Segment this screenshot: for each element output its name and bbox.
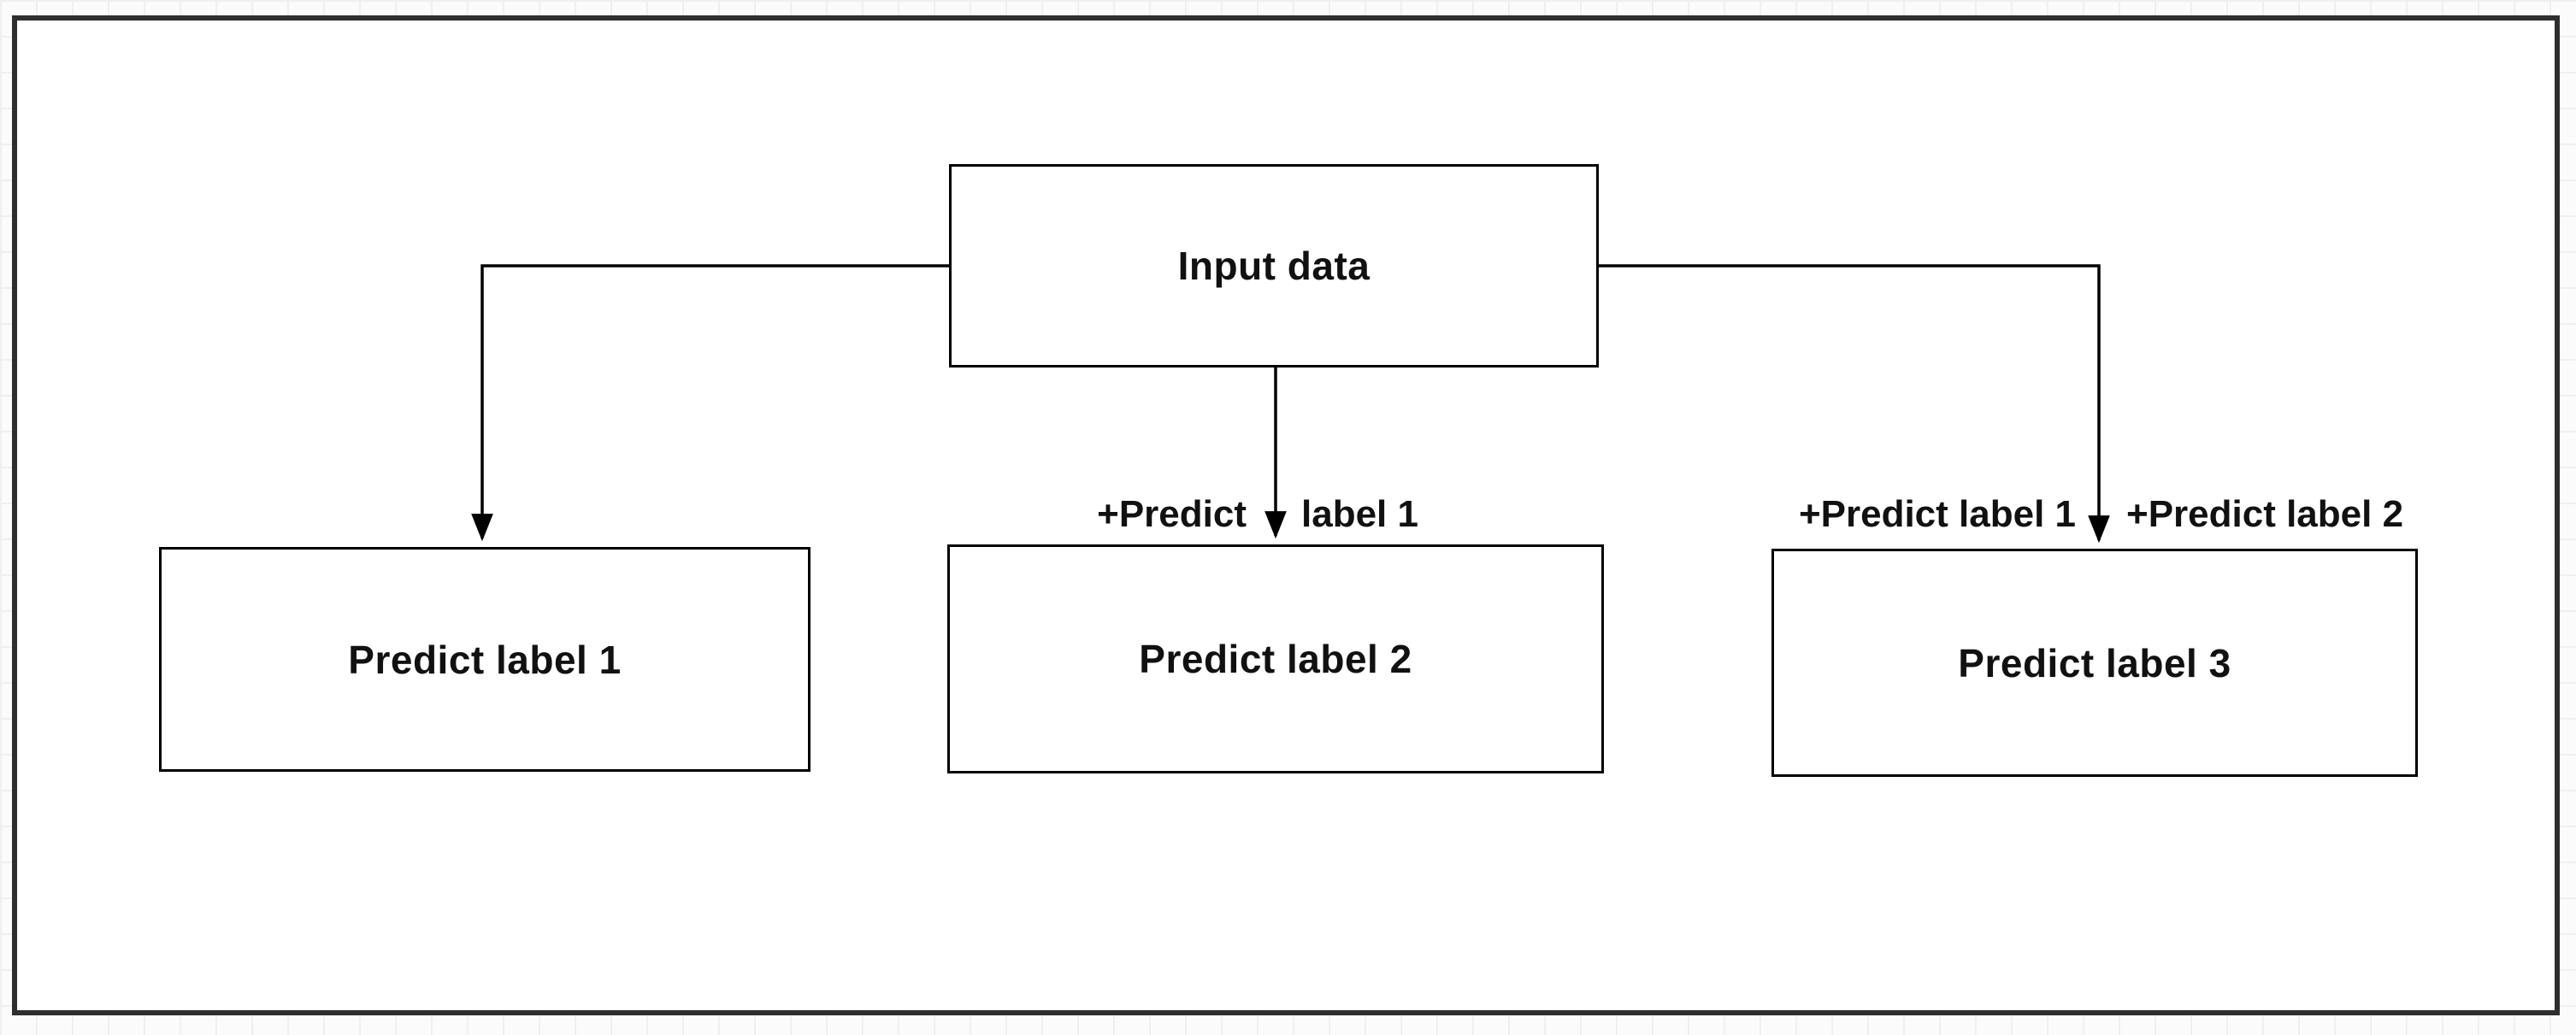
node-predict-label-3-label: Predict label 3 — [1958, 640, 2231, 685]
node-predict-label-2: Predict label 2 — [947, 544, 1604, 773]
edge-label-predict3-right: +Predict label 2 — [2126, 493, 2404, 535]
node-input-data: Input data — [949, 164, 1599, 368]
node-predict-label-1-label: Predict label 1 — [348, 637, 622, 682]
node-predict-label-3: Predict label 3 — [1771, 549, 2418, 777]
node-input-data-label: Input data — [1177, 244, 1371, 288]
edge-label-predict2-right: label 1 — [1301, 493, 1418, 535]
edge-label-predict2-left: +Predict — [1097, 493, 1247, 535]
edge-label-predict3-left: +Predict label 1 — [1798, 493, 2076, 535]
node-predict-label-1: Predict label 1 — [159, 547, 811, 772]
node-predict-label-2-label: Predict label 2 — [1139, 637, 1412, 681]
